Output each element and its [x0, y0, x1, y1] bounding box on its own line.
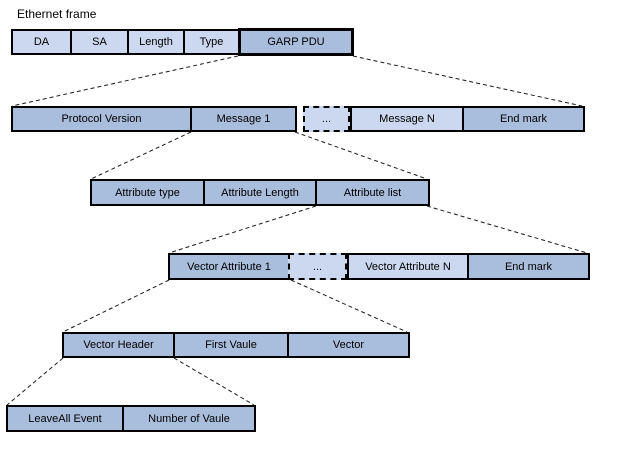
connector-garp-right: [352, 55, 583, 107]
field-attribute-type: Attribute type: [90, 179, 205, 206]
field-leaveall-event: LeaveAll Event: [6, 405, 124, 432]
field-garp-pdu: GARP PDU: [238, 28, 354, 56]
field-vector-header: Vector Header: [62, 332, 175, 358]
connector-attrlist-left: [168, 205, 317, 254]
field-length: Length: [127, 29, 185, 55]
field-vector-attribute-1: Vector Attribute 1: [168, 253, 290, 280]
connector-garp-left: [11, 55, 239, 107]
connector-message1-left: [90, 131, 192, 180]
ethernet-frame-label: Ethernet frame: [17, 7, 97, 21]
field-protocol-version: Protocol Version: [11, 106, 192, 132]
connector-vecattr1-left: [62, 279, 170, 333]
connector-vecheader-right: [173, 357, 255, 406]
field-sa: SA: [70, 29, 129, 55]
field-vector-attribute-n: Vector Attribute N: [347, 253, 469, 280]
field-attribute-list: Attribute list: [315, 179, 430, 206]
field-end-mark-messages: End mark: [462, 106, 585, 132]
field-attribute-length: Attribute Length: [203, 179, 317, 206]
connector-message1-right: [294, 131, 428, 180]
field-vector: Vector: [287, 332, 410, 358]
field-first-value: First Vaule: [173, 332, 289, 358]
ellipsis-box-messages: ...: [303, 106, 350, 132]
field-end-mark-vector: End mark: [467, 253, 590, 280]
connector-attrlist-right: [426, 205, 588, 254]
connector-vecheader-left: [6, 357, 64, 406]
field-type: Type: [183, 29, 240, 55]
field-number-of-value: Number of Vaule: [122, 405, 256, 432]
ellipsis-box-vector-attributes: ...: [288, 253, 347, 280]
field-message-1: Message 1: [190, 106, 297, 132]
field-message-n: Message N: [350, 106, 464, 132]
field-da: DA: [11, 29, 72, 55]
connector-vecattr1-right: [290, 279, 408, 333]
